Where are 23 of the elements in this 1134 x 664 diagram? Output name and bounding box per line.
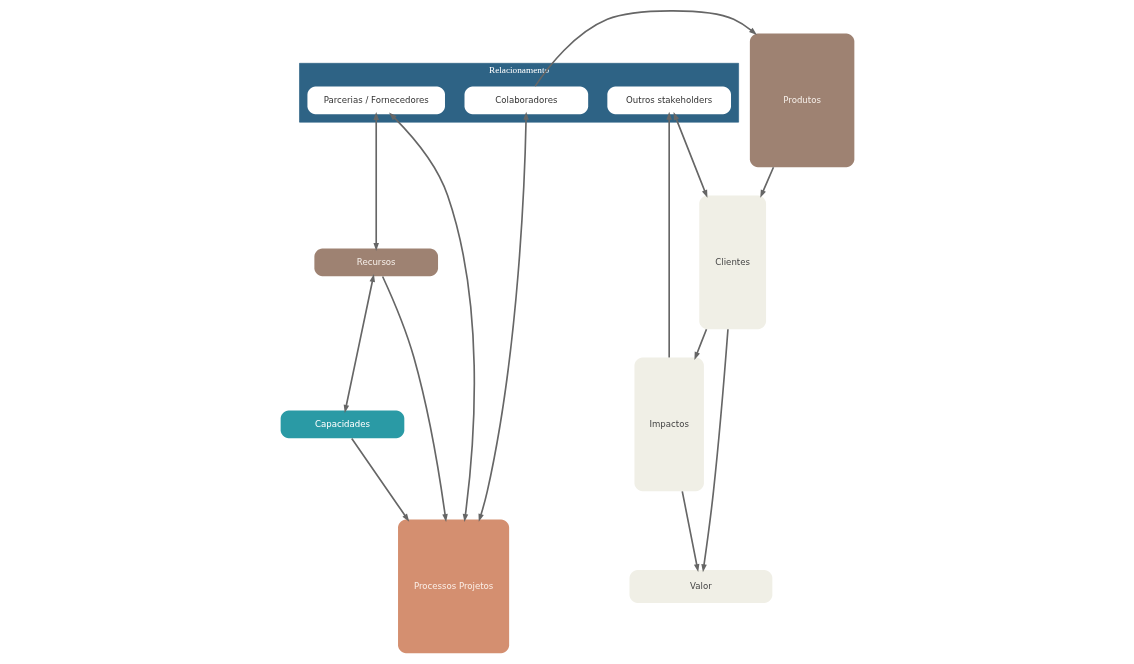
node-box: Capacidades	[280, 410, 404, 439]
node-box: Recursos	[313, 248, 438, 277]
arrow	[700, 328, 729, 573]
node-box: Processos Projetos	[397, 519, 509, 654]
node-box: Outros stakeholders	[606, 86, 731, 115]
arrow	[680, 490, 699, 573]
node-box: Impactos	[633, 357, 704, 492]
arrow	[533, 10, 757, 87]
arrow	[350, 437, 409, 522]
arrow	[665, 111, 672, 359]
node-box: Valor	[629, 569, 772, 603]
arrow	[343, 274, 375, 413]
arrow	[673, 112, 707, 198]
node-box: Produtos	[749, 33, 854, 168]
arrow	[388, 112, 475, 523]
arrow	[759, 166, 774, 198]
arrow	[381, 275, 448, 522]
arrow	[693, 328, 707, 360]
node-box: Parcerias / Fornecedores	[306, 86, 445, 115]
node-box: Clientes	[698, 195, 766, 330]
node-box: Colaboradores	[464, 86, 588, 115]
arrow	[372, 111, 379, 251]
arrow	[477, 111, 529, 522]
